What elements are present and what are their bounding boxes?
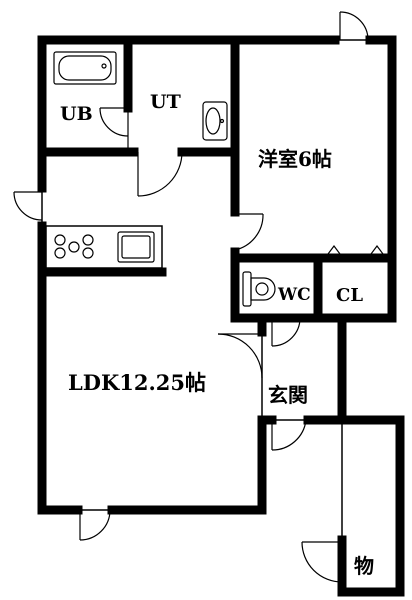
washbasin-fixture xyxy=(202,101,228,141)
bathtub-fixture xyxy=(53,51,117,85)
walls xyxy=(37,35,405,597)
label-toilet: WC xyxy=(277,285,311,305)
label-entrance: 玄関 xyxy=(268,383,308,407)
label-western-room: 洋室6帖 xyxy=(258,147,332,171)
stove-fixture xyxy=(54,234,94,259)
room-labels: UB UT 洋室6帖 WC CL LDK12.25帖 玄関 物 xyxy=(60,91,374,578)
doors xyxy=(13,11,387,583)
label-closet: CL xyxy=(336,285,363,306)
label-storage: 物 xyxy=(354,554,374,578)
fixtures xyxy=(53,51,276,307)
label-ldk: LDK12.25帖 xyxy=(68,370,206,395)
label-utility: UT xyxy=(150,91,181,113)
toilet-fixture xyxy=(242,271,276,307)
kitchen-sink-fixture xyxy=(117,231,155,263)
label-unit-bath: UB xyxy=(60,103,93,125)
